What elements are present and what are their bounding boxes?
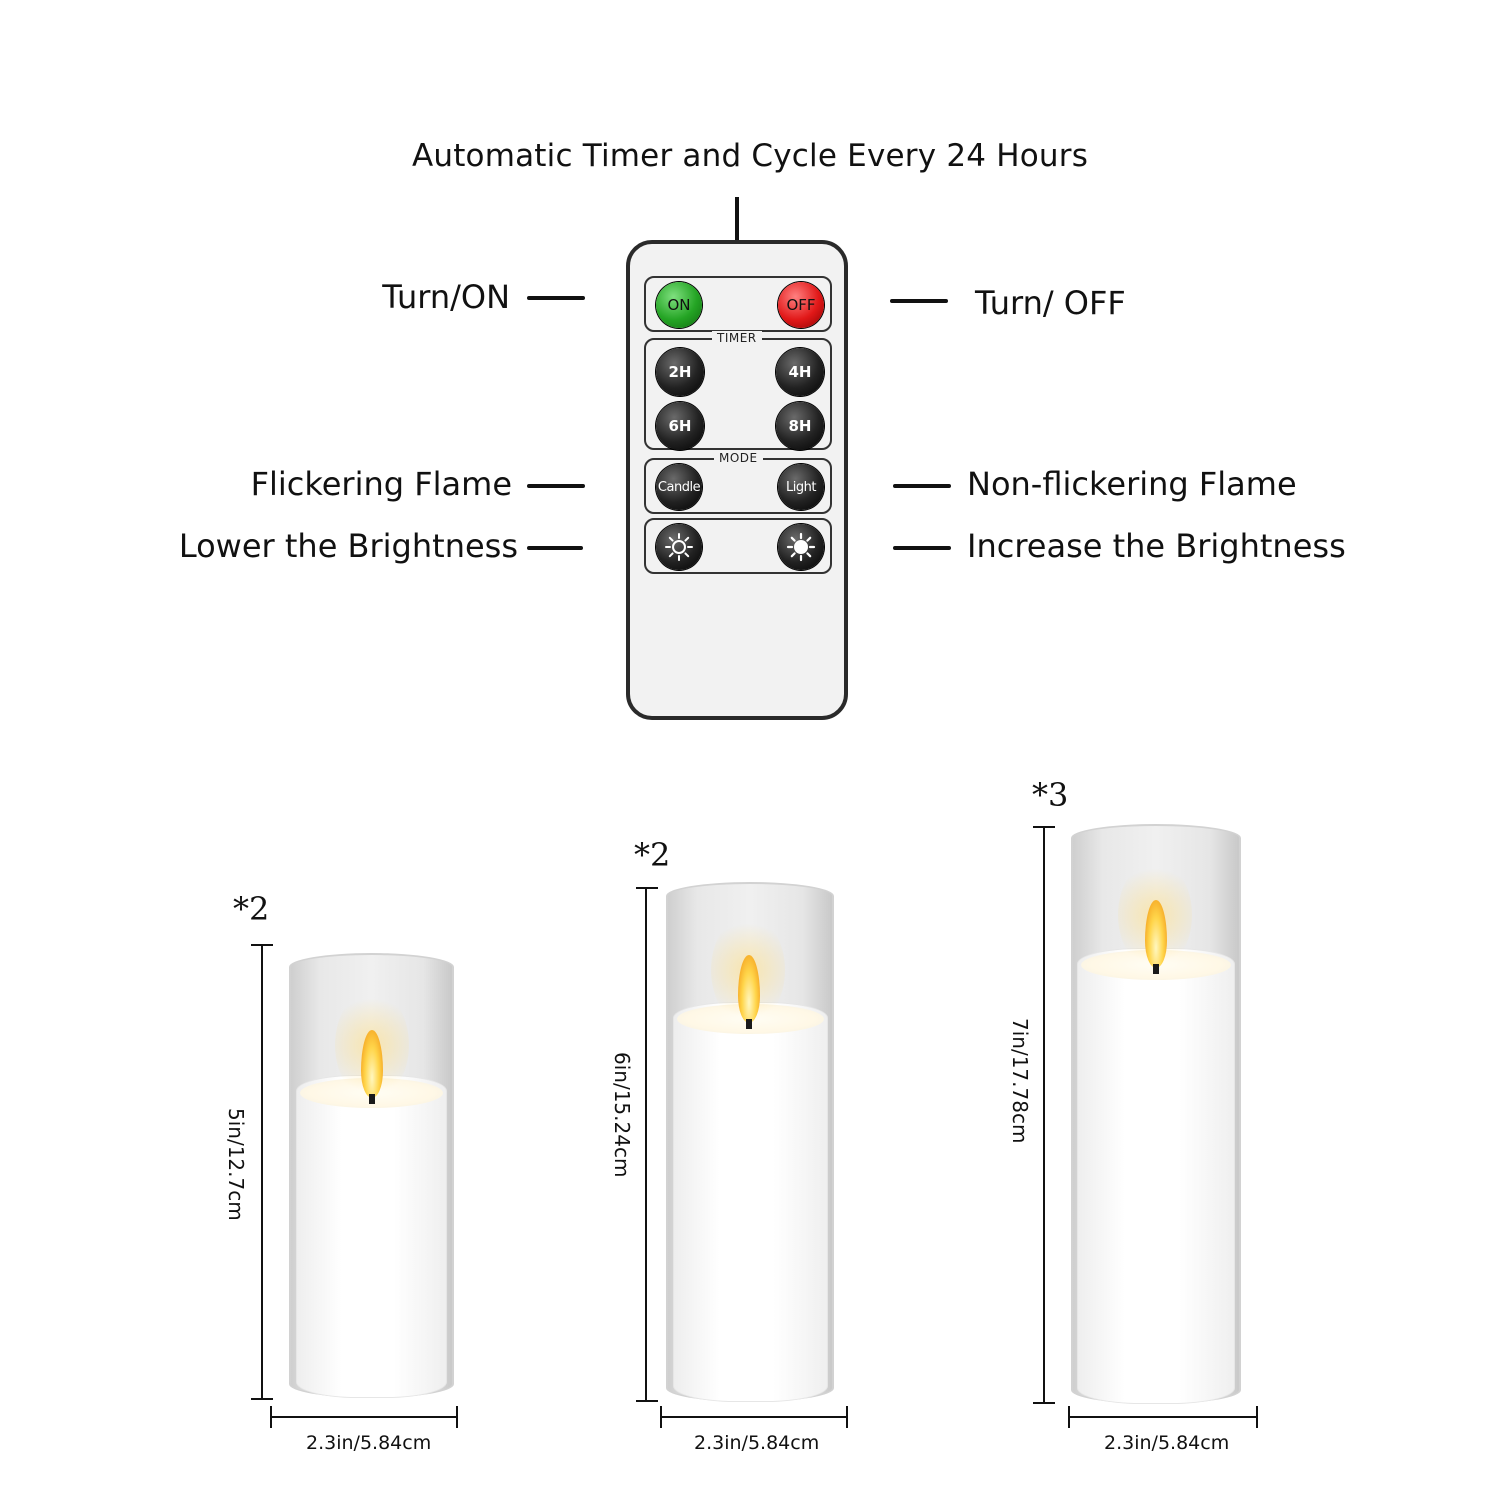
candle-2-height-tick-bottom (636, 1400, 658, 1402)
candle-3-wick (1153, 964, 1159, 974)
candle-1-width-line (270, 1416, 458, 1418)
candle-3-height-label: 7in/17.78cm (1008, 1018, 1032, 1144)
candle-3-height-tick-bottom (1033, 1402, 1055, 1404)
candle-2-width-tick-left (660, 1406, 662, 1428)
timer-4h-button[interactable]: 4H (776, 348, 824, 396)
candle-2-width-label: 2.3in/5.84cm (694, 1432, 820, 1454)
candle-3-flame (1145, 900, 1167, 968)
lower-leader (527, 546, 583, 550)
turn-on-leader (527, 296, 585, 300)
flicker-leader (527, 484, 585, 488)
candle-1-wax (296, 1075, 447, 1398)
light-mode-button[interactable]: Light (778, 464, 824, 510)
candle-2-wick (746, 1019, 752, 1029)
candle-1-height-tick-top (251, 944, 273, 946)
candle-2-width-tick-right (846, 1406, 848, 1428)
timer-2h-button[interactable]: 2H (656, 348, 704, 396)
candle-2-height-label: 6in/15.24cm (610, 1052, 634, 1178)
candle-3-width-tick-right (1256, 1406, 1258, 1428)
timer-8h-button[interactable]: 8H (776, 402, 824, 450)
candle-mode-button[interactable]: Candle (656, 464, 702, 510)
increase-brightness-label: Increase the Brightness (967, 527, 1346, 565)
non-flickering-flame-label: Non-flickering Flame (967, 465, 1297, 503)
candle-2-flame (738, 955, 760, 1023)
candle-2-height-line (645, 887, 647, 1402)
candle-2-quantity: *2 (634, 836, 671, 874)
power-panel: ON OFF (644, 276, 832, 332)
mode-panel: MODE Candle Light (644, 451, 832, 514)
on-button[interactable]: ON (656, 282, 702, 328)
brightness-down-button[interactable] (656, 524, 702, 570)
candle-2-wax (673, 1002, 828, 1402)
brightness-up-button[interactable] (778, 524, 824, 570)
sun-filled-icon (786, 532, 816, 562)
timer-6h-button[interactable]: 6H (656, 402, 704, 450)
candle-3-wax (1077, 948, 1235, 1404)
candle-3-height-tick-top (1033, 826, 1055, 828)
candle-1-wick (369, 1094, 375, 1104)
candle-1-height-tick-bottom (251, 1398, 273, 1400)
candle-1-width-tick-right (456, 1406, 458, 1428)
candle-1-height-line (261, 944, 263, 1400)
lower-brightness-label: Lower the Brightness (178, 527, 518, 565)
candle-1-flame (361, 1030, 383, 1098)
remote-control: ON OFF TIMER 2H 4H 6H 8H MODE Candle Lig… (626, 240, 848, 720)
mode-section-label: MODE (714, 451, 763, 465)
candle-3-height-line (1043, 826, 1045, 1404)
candle-1-quantity: *2 (233, 890, 270, 928)
candle-2-width-line (660, 1416, 848, 1418)
candle-1-width-label: 2.3in/5.84cm (306, 1432, 432, 1454)
candle-1-height-label: 5in/12.7cm (224, 1108, 248, 1221)
non-flicker-leader (893, 484, 951, 488)
candle-1-width-tick-left (270, 1406, 272, 1428)
turn-on-label: Turn/ON (382, 278, 510, 316)
increase-leader (893, 546, 951, 550)
candle-2-height-tick-top (636, 887, 658, 889)
candle-3-quantity: *3 (1032, 776, 1069, 814)
turn-off-label: Turn/ OFF (975, 284, 1126, 322)
candle-3-width-label: 2.3in/5.84cm (1104, 1432, 1230, 1454)
off-button[interactable]: OFF (778, 282, 824, 328)
timer-panel: TIMER 2H 4H 6H 8H (644, 331, 832, 450)
brightness-panel (644, 518, 832, 574)
timer-section-label: TIMER (712, 331, 762, 345)
turn-off-leader (890, 299, 948, 303)
candle-3-width-line (1068, 1416, 1258, 1418)
page-title: Automatic Timer and Cycle Every 24 Hours (411, 138, 1089, 174)
sun-outline-icon (665, 533, 693, 561)
candle-3-width-tick-left (1068, 1406, 1070, 1428)
flickering-flame-label: Flickering Flame (250, 465, 512, 503)
